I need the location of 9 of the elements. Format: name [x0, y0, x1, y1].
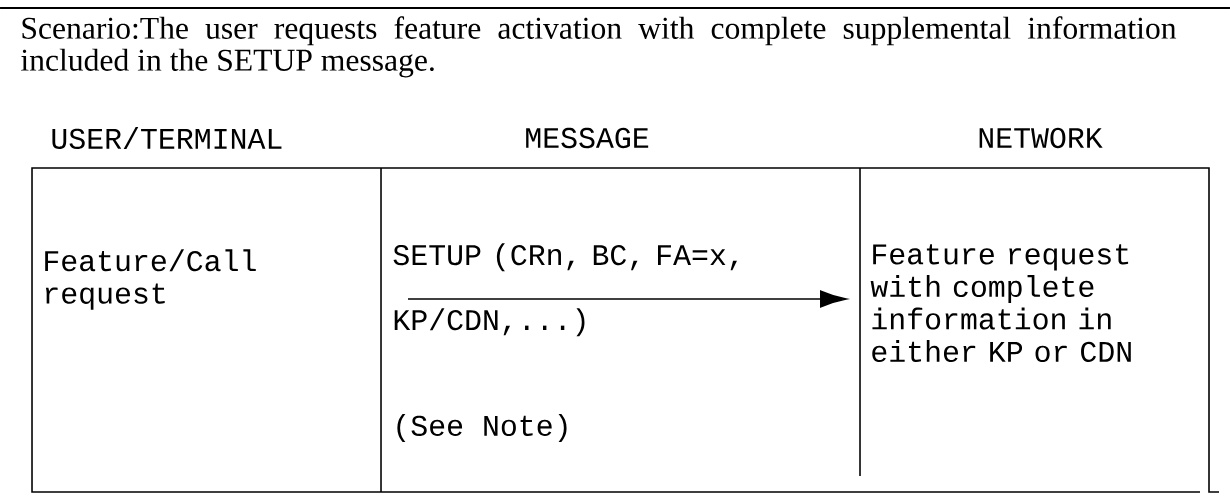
action-text: Feature request with complete information in either KP or CDN: [870, 244, 1131, 363]
column-header: MESSAGE: [526, 127, 649, 149]
note-text: (See Note): [397, 414, 567, 442]
scenario-text: Scenario:The user requests feature activation with complete supplemental information included in the SETUP message.: [21, 16, 1177, 78]
message-label: SETUP (CRn, BC, FA=x, KP/CDN,...): [393, 243, 737, 337]
column-header: USER/TERMINAL: [52, 127, 282, 149]
arrow: [407, 290, 847, 308]
column-header: NETWORK: [979, 127, 1103, 149]
action-text: Feature/Call request: [45, 249, 256, 310]
